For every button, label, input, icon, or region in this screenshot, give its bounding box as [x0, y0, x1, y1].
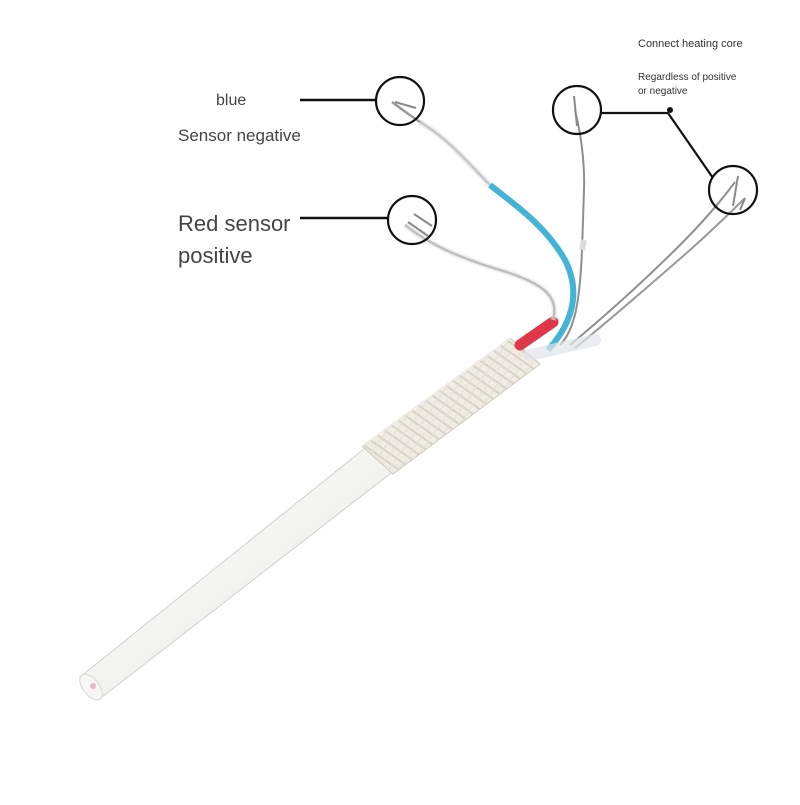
blue-wire [488, 182, 577, 353]
label-red-sensor-positive: positive [178, 243, 253, 268]
label-regardless-line1: Regardless of positive [638, 72, 737, 83]
callout-circle-blue [374, 75, 426, 127]
core-lead-end-1 [573, 95, 578, 127]
label-regardless-line2: or negative [638, 86, 688, 97]
core-lead-end-2 [732, 175, 746, 211]
label-red-sensor: Red sensor [178, 211, 291, 236]
rod-tip-mark [90, 683, 96, 689]
red-lead-end [407, 213, 433, 237]
heater-lead-2 [569, 181, 736, 346]
label-blue: blue [216, 92, 247, 109]
leader-line-core-branch [667, 112, 714, 179]
heater-lead-3 [574, 197, 746, 349]
red-wire [514, 316, 559, 351]
callout-circle-core-1 [551, 84, 603, 136]
braided-sleeve [361, 337, 541, 475]
callout-circle-core-2 [707, 164, 759, 216]
sleeve-highlight [361, 337, 511, 447]
label-sensor-negative: Sensor negative [178, 126, 301, 145]
blue-wire-sleeve [418, 119, 493, 188]
ceramic-rod [79, 447, 396, 698]
label-connect-heating-core: Connect heating core [638, 38, 743, 50]
leader-junction-dot [667, 107, 673, 113]
wire-bundle-clear-sleeve [524, 334, 601, 361]
blue-lead-end [394, 101, 417, 109]
red-wire-sleeve [403, 222, 558, 321]
callout-circle-red [386, 194, 438, 246]
heater-lead-1-sleeve [579, 239, 587, 251]
